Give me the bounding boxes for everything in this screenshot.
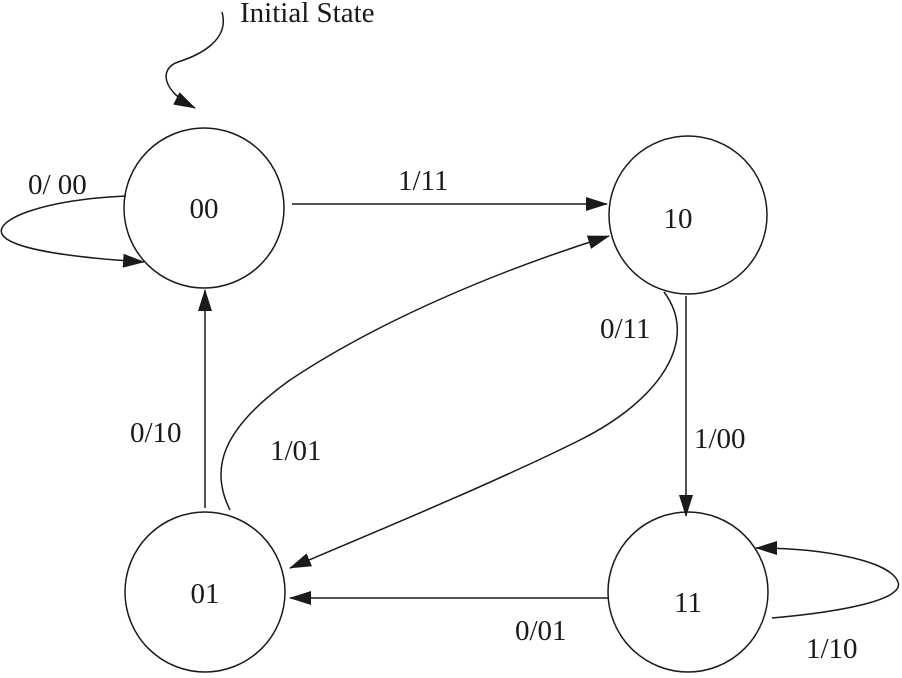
- transition-10-to-11-label: 1/00: [694, 423, 746, 455]
- state-10-circle: [608, 135, 768, 295]
- initial-state-label: Initial State: [240, 0, 375, 29]
- state-10: 10: [608, 135, 768, 295]
- transition-01-to-00-label: 0/10: [130, 417, 182, 449]
- initial-state-arrow: [165, 11, 225, 109]
- transition-01-to-10-label: 1/01: [270, 435, 322, 467]
- transition-11-to-01-label: 0/01: [515, 615, 567, 647]
- state-11: 11: [607, 511, 769, 673]
- state-00-circle: [123, 127, 285, 289]
- transition-11-self-arrow: [755, 541, 900, 619]
- transition-01-to-10-arrow: [220, 235, 610, 511]
- transition-10-to-01-label: 0/11: [600, 313, 650, 345]
- transition-11-self-label: 1/10: [806, 633, 858, 665]
- state-01-circle: [124, 511, 286, 673]
- transition-00-self-label: 0/ 00: [28, 169, 87, 201]
- transition-10-to-01-arrow: [289, 291, 679, 569]
- state-00: 00: [123, 127, 285, 289]
- transition-00-self-arrow: [0, 195, 145, 268]
- state-01-label: 01: [191, 578, 220, 610]
- state-10-label: 10: [664, 203, 693, 235]
- state-11-label: 11: [674, 587, 702, 619]
- state-01: 01: [124, 511, 286, 673]
- state-00-label: 00: [190, 193, 219, 225]
- transition-00-to-10-label: 1/11: [398, 165, 448, 197]
